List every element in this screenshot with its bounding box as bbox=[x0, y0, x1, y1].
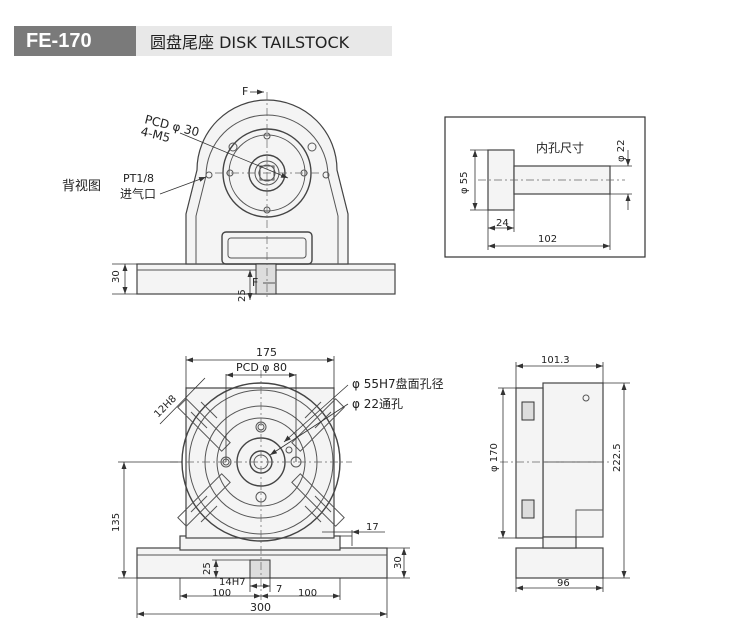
front-key-slot bbox=[249, 559, 271, 579]
side-bolt bbox=[521, 499, 535, 519]
dim-front-30: 30 bbox=[393, 556, 404, 569]
bore-label-1: φ 55H7盘面孔径 bbox=[352, 376, 444, 391]
dim-front-14h7: 14H7 bbox=[219, 577, 246, 588]
flange-hole bbox=[205, 171, 213, 179]
side-detail: 内孔尺寸 φ 55 φ 22 24 102 bbox=[444, 116, 646, 258]
pcd-label-front: PCD φ 80 bbox=[236, 361, 287, 374]
dim-side-170: φ 170 bbox=[489, 443, 500, 472]
product-title: 圆盘尾座 DISK TAILSTOCK bbox=[136, 26, 392, 56]
dim-detail-102: 102 bbox=[538, 234, 557, 245]
dim-side-222: 222.5 bbox=[612, 443, 623, 472]
flange-hole bbox=[307, 142, 317, 152]
dim-front-175: 175 bbox=[256, 346, 277, 359]
bore-label-2: φ 22通孔 bbox=[352, 397, 403, 411]
dim-front-7: 7 bbox=[276, 584, 282, 595]
dim-side-101: 101.3 bbox=[541, 355, 570, 366]
side-base bbox=[515, 547, 604, 579]
side-body bbox=[542, 382, 604, 538]
view-label: 背视图 bbox=[62, 179, 101, 194]
dim-detail-22: φ 22 bbox=[616, 140, 627, 163]
section-marker-bottom: F bbox=[252, 276, 258, 289]
front-view: 175 PCD φ 80 12H8 φ 55H7盘面孔径 φ 22通孔 135 … bbox=[111, 346, 444, 618]
dim-front-25: 25 bbox=[202, 562, 213, 575]
dim-front-135: 135 bbox=[111, 513, 122, 532]
dim-slot-12h8: 12H8 bbox=[152, 394, 179, 421]
title-bar: FE-170 圆盘尾座 DISK TAILSTOCK bbox=[14, 26, 392, 56]
top-upright-body bbox=[185, 99, 349, 265]
dim-detail-55: φ 55 bbox=[459, 172, 470, 195]
port-label-2: 进气口 bbox=[120, 186, 156, 201]
model-badge: FE-170 bbox=[14, 26, 136, 56]
detail-frame bbox=[444, 116, 646, 258]
side-bolt bbox=[521, 401, 535, 421]
section-marker-top: F bbox=[242, 85, 248, 98]
dim-front-100-right: 100 bbox=[298, 588, 317, 599]
dim-top-30: 30 bbox=[111, 270, 122, 283]
dim-front-100-left: 100 bbox=[212, 588, 231, 599]
dim-front-300: 300 bbox=[250, 601, 271, 614]
flange-hole bbox=[322, 171, 330, 179]
dim-top-25: 25 bbox=[237, 289, 248, 302]
bore-label: 内孔尺寸 bbox=[536, 141, 584, 155]
port-label-1: PT1/8 bbox=[123, 172, 154, 185]
dim-detail-24: 24 bbox=[496, 218, 509, 229]
flange-hole bbox=[228, 142, 238, 152]
right-view: 101.3 φ 170 222.5 96 bbox=[489, 355, 630, 592]
dim-side-96: 96 bbox=[557, 578, 570, 589]
top-view: F F PCD φ 30 4-M5 背视图 PT1/8 进气口 30 25 bbox=[62, 85, 396, 302]
dim-front-17: 17 bbox=[366, 522, 379, 533]
top-key-slot bbox=[255, 263, 277, 295]
